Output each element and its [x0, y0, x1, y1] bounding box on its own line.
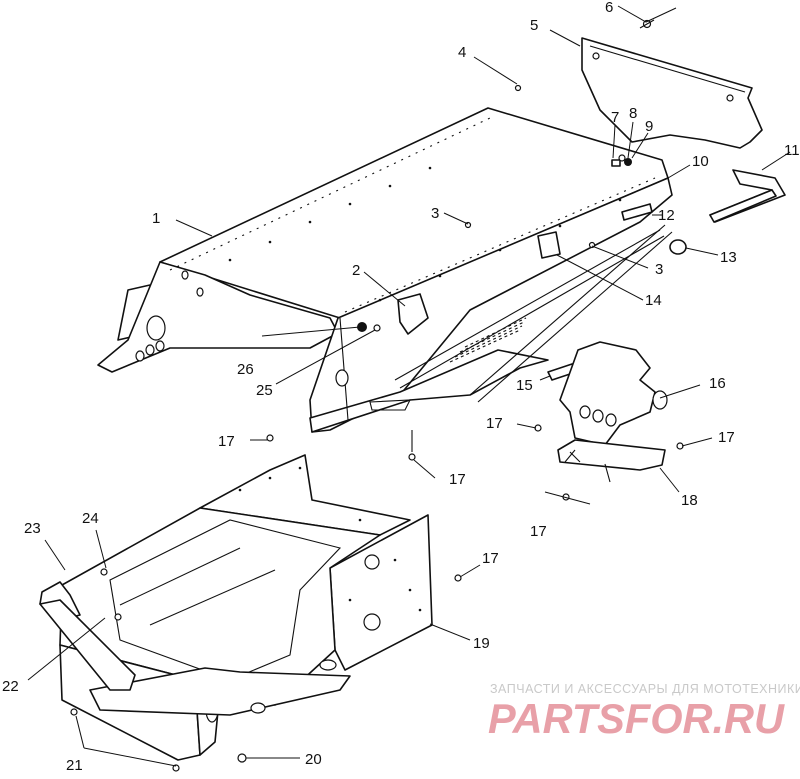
callout-17f: 17	[482, 550, 499, 567]
callout-13: 13	[720, 249, 737, 266]
callout-8: 8	[629, 105, 637, 122]
shock-mount-bracket	[408, 341, 684, 501]
callout-10: 10	[692, 153, 709, 170]
callout-17d: 17	[449, 471, 466, 488]
callout-2: 2	[352, 262, 360, 279]
callout-9: 9	[645, 118, 653, 135]
callout-7: 7	[611, 109, 619, 126]
callout-18: 18	[681, 492, 698, 509]
callout-21: 21	[66, 757, 83, 774]
callout-4: 4	[458, 44, 466, 61]
callout-23: 23	[24, 520, 41, 537]
callout-20: 20	[305, 751, 322, 768]
callout-26: 26	[237, 361, 254, 378]
watermark-logo: PARTSFOR.RU	[488, 695, 786, 742]
leader-lines	[27, 5, 791, 767]
callout-17b: 17	[718, 429, 735, 446]
callout-15: 15	[516, 377, 533, 394]
tunnel-assembly	[97, 107, 673, 433]
callout-3b: 3	[655, 261, 663, 278]
callout-17e: 17	[218, 433, 235, 450]
callout-25: 25	[256, 382, 273, 399]
callout-5: 5	[530, 17, 538, 34]
callout-1: 1	[152, 210, 160, 227]
callout-22: 22	[2, 678, 19, 695]
callout-16: 16	[709, 375, 726, 392]
lower-chassis	[39, 434, 462, 772]
callout-6: 6	[605, 0, 613, 16]
callout-17a: 17	[486, 415, 503, 432]
callout-19: 19	[473, 635, 490, 652]
tunnel-hardware	[357, 84, 653, 381]
callout-12: 12	[658, 207, 675, 224]
snow-flap	[581, 19, 763, 149]
site-watermark: ЗАПЧАСТИ И АКСЕССУАРЫ ДЛЯ МОТОТЕХНИКИ PA…	[488, 682, 800, 742]
callout-24: 24	[82, 510, 99, 527]
callout-14: 14	[645, 292, 662, 309]
callout-3a: 3	[431, 205, 439, 222]
callout-17c: 17	[530, 523, 547, 540]
rear-bumper	[669, 169, 786, 255]
callout-11: 11	[784, 142, 800, 159]
watermark-tagline: ЗАПЧАСТИ И АКСЕССУАРЫ ДЛЯ МОТОТЕХНИКИ	[490, 682, 800, 696]
